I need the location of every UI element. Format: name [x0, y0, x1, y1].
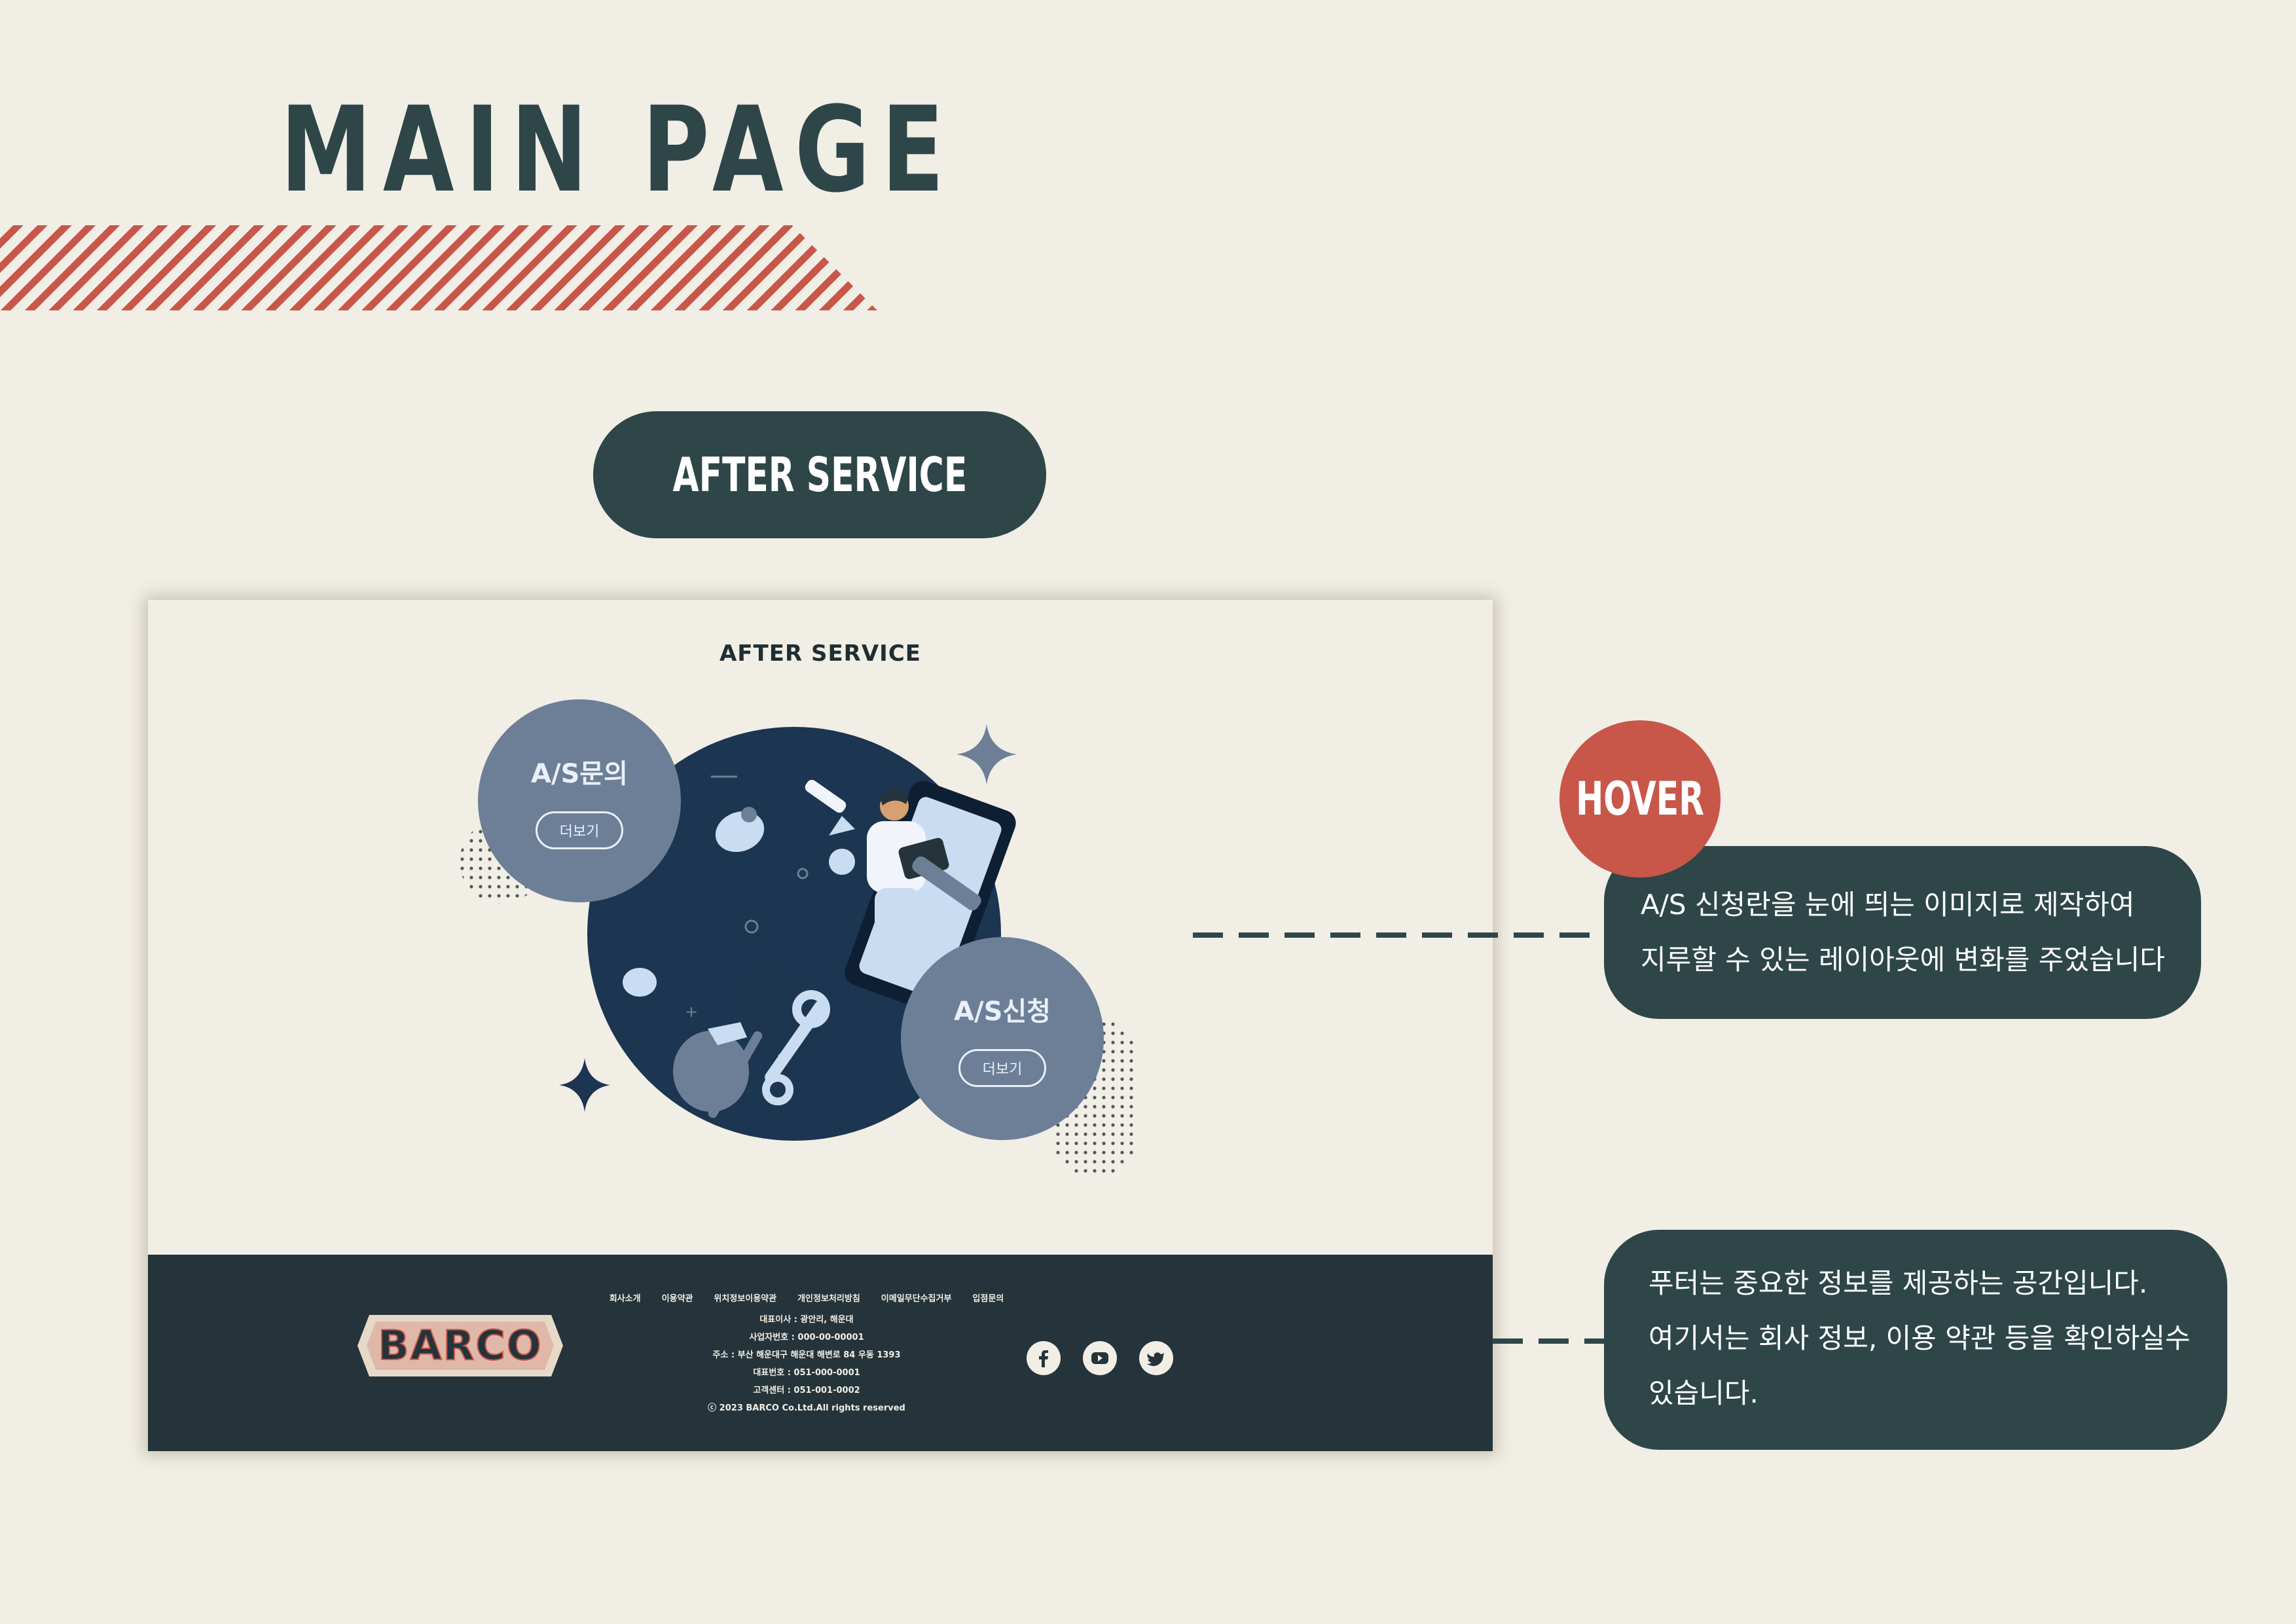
as-request-more-button[interactable]: 더보기 — [958, 1049, 1047, 1087]
hover-badge-text: HOVER — [1576, 772, 1704, 826]
footer-ceo: 대표이사 : 광안리, 해운대 — [759, 1315, 854, 1325]
as-inquiry-more-button[interactable]: 더보기 — [535, 811, 624, 849]
section-title-pill: AFTER SERVICE — [593, 411, 1046, 538]
barco-logo[interactable]: BARCO — [356, 1312, 564, 1379]
twitter-icon[interactable] — [1139, 1341, 1173, 1375]
svg-text:::: :: — [776, 1048, 787, 1067]
youtube-icon[interactable] — [1083, 1341, 1117, 1375]
footer-link-company[interactable]: 회사소개 — [609, 1294, 641, 1304]
footer-nav: 회사소개 이용약관 위치정보이용약관 개인정보처리방침 이메일무단수집거부 입점… — [577, 1291, 1036, 1304]
sparkle-icon — [559, 1058, 610, 1112]
as-request-bubble[interactable]: A/S신청 더보기 — [901, 937, 1104, 1140]
hover-note-box: A/S 신청란을 눈에 띄는 이미지로 제작하여 지루할 수 있는 레이아웃에 … — [1604, 846, 2201, 1019]
page-title: MAIN PAGE — [280, 82, 956, 219]
as-request-label: A/S신청 — [954, 997, 1051, 1027]
after-service-illustration: + :: — [460, 724, 1137, 1176]
footer-business-number: 사업자번호 : 000-00-00001 — [749, 1333, 864, 1342]
svg-text:BARCO: BARCO — [378, 1321, 542, 1369]
as-inquiry-bubble[interactable]: A/S문의 더보기 — [478, 699, 681, 902]
svg-text:+: + — [685, 1003, 698, 1021]
hover-badge: HOVER — [1559, 720, 1721, 877]
decorative-stripes — [0, 225, 877, 310]
mockup-heading: AFTER SERVICE — [719, 640, 921, 667]
footer-connector-line — [1493, 1338, 1605, 1344]
footer-link-email-policy[interactable]: 이메일무단수집거부 — [881, 1294, 952, 1304]
footer-link-privacy[interactable]: 개인정보처리방침 — [797, 1294, 860, 1304]
mockup-footer: BARCO 회사소개 이용약관 위치정보이용약관 개인정보처리방침 이메일무단수… — [148, 1255, 1493, 1451]
footer-note-line: 있습니다. — [1649, 1377, 1758, 1409]
footer-company-info: 대표이사 : 광안리, 해운대 사업자번호 : 000-00-00001 주소 … — [577, 1311, 1036, 1417]
footer-main-phone: 대표번호 : 051-000-0001 — [753, 1368, 860, 1378]
sparkle-icon — [957, 724, 1017, 784]
footer-link-location-terms[interactable]: 위치정보이용약관 — [714, 1294, 777, 1304]
footer-copyright: ⓒ 2023 BARCO Co.Ltd.All rights reserved — [708, 1403, 905, 1413]
footer-address: 주소 : 부산 해운대구 해운대 해변로 84 우동 1393 — [712, 1350, 901, 1360]
footer-link-terms[interactable]: 이용약관 — [661, 1294, 693, 1304]
hover-connector-line — [1193, 932, 1605, 938]
footer-support-phone: 고객센터 : 051-001-0002 — [753, 1386, 860, 1395]
footer-note-line: 푸터는 중요한 정보를 제공하는 공간입니다. — [1649, 1267, 2148, 1299]
footer-note-box: 푸터는 중요한 정보를 제공하는 공간입니다. 여기서는 회사 정보, 이용 약… — [1604, 1230, 2227, 1450]
footer-note-line: 여기서는 회사 정보, 이용 약관 등을 확인하실수 — [1649, 1322, 2191, 1354]
hover-note-line: 지루할 수 있는 레이아웃에 변화를 주었습니다 — [1641, 944, 2165, 976]
mockup-frame: AFTER SERVICE — [148, 600, 1493, 1451]
facebook-icon[interactable] — [1027, 1341, 1061, 1375]
section-title-text: AFTER SERVICE — [672, 447, 967, 502]
footer-link-partnership[interactable]: 입점문의 — [972, 1294, 1004, 1304]
hover-note-line: A/S 신청란을 눈에 띄는 이미지로 제작하여 — [1641, 889, 2135, 921]
as-inquiry-label: A/S문의 — [531, 759, 628, 789]
